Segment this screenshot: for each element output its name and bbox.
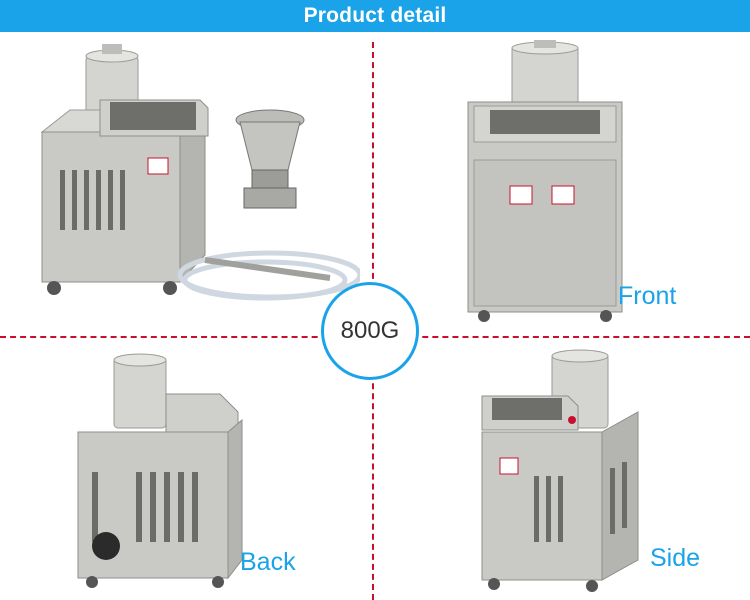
back-label: Back — [240, 548, 296, 576]
model-badge: 800G — [321, 282, 419, 380]
header-banner: Product detail — [0, 0, 750, 32]
header-underline — [0, 32, 750, 34]
front-label: Front — [618, 282, 677, 310]
product-image-overview — [30, 40, 360, 315]
product-image-side — [478, 348, 646, 593]
side-label: Side — [650, 544, 701, 572]
product-image-back — [70, 350, 250, 590]
product-image-front — [460, 40, 630, 322]
model-badge-text: 800G — [340, 317, 400, 344]
header-title: Product detail — [303, 4, 447, 27]
